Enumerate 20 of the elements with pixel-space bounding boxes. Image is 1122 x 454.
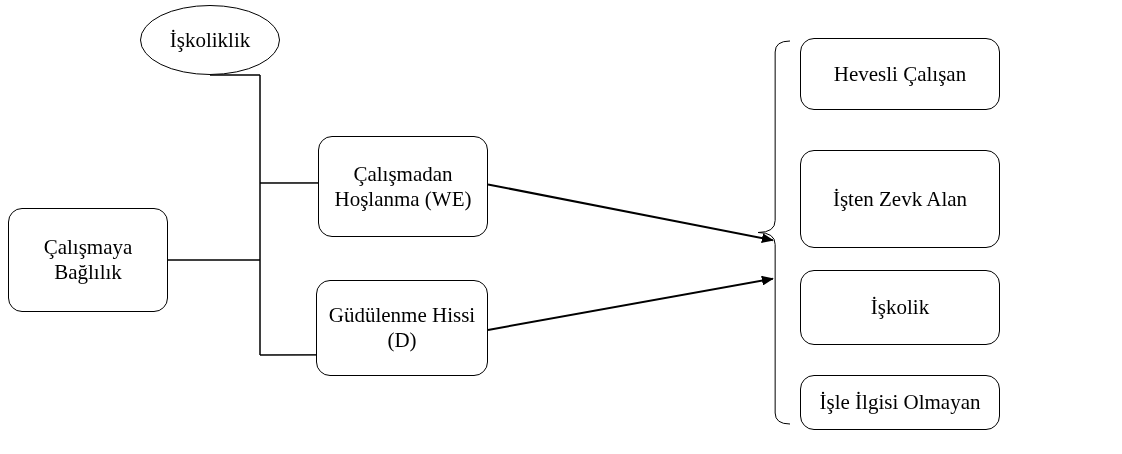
arrow: [487, 183, 774, 243]
concept-box: [800, 270, 1000, 345]
concept-box: [800, 375, 1000, 430]
node-label: Çalışmadan Hoşlanma (WE): [333, 161, 473, 212]
concept-box: [316, 280, 488, 376]
node-label: Çalışmaya Bağlılık: [42, 235, 134, 285]
curly-brace: [757, 40, 790, 425]
concept-box: [800, 38, 1000, 110]
concept-box: [318, 136, 488, 237]
concept-box: [8, 208, 168, 312]
arrow: [487, 275, 774, 331]
concept-ellipse: [140, 5, 280, 75]
node-label: İşkoliklik: [169, 27, 251, 53]
concept-box: [800, 150, 1000, 248]
node-label: Güdülenme Hissi (D): [327, 303, 477, 353]
node-label: İşle İlgisi Olmayan: [819, 390, 981, 415]
node-label: İşten Zevk Alan: [832, 186, 968, 212]
connector-line: [167, 259, 317, 356]
node-label: Hevesli Çalışan: [833, 61, 967, 87]
node-label: İşkolik: [870, 295, 930, 320]
